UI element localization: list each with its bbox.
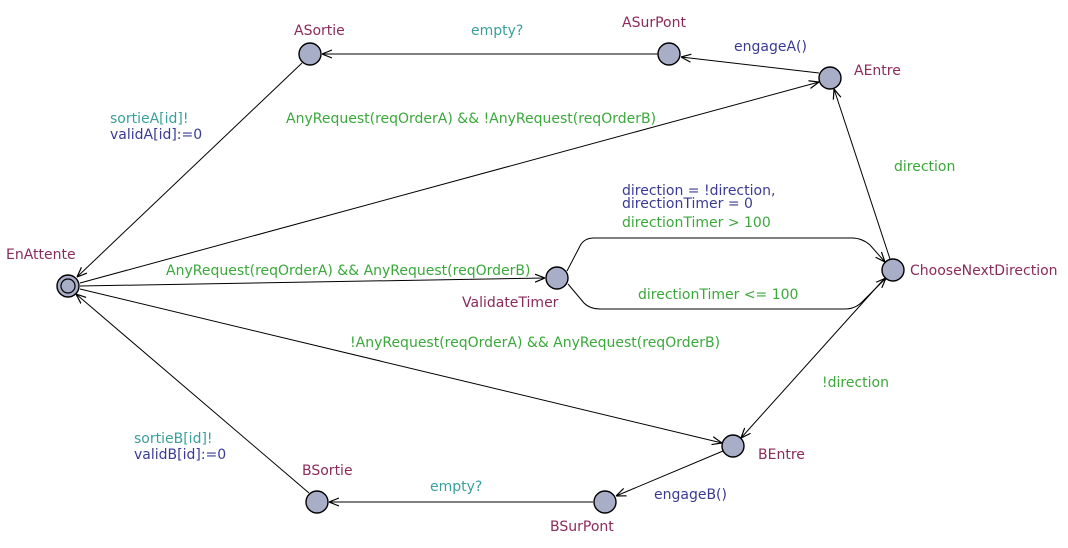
location-bsurpont-name: BSurPont	[550, 519, 614, 535]
edge-asortie-enattente	[77, 62, 303, 277]
edge-assignment-label: validB[id]:=0	[134, 447, 226, 463]
edge-sync-label: sortieB[id]!	[134, 431, 213, 447]
edge-enattente-validate	[79, 278, 545, 287]
location-validatetimer-name: ValidateTimer	[462, 295, 559, 311]
edge-guard-label: directionTimer > 100	[622, 215, 771, 231]
edge-aentre-asurpont	[681, 57, 820, 74]
edge-sync-label: empty?	[471, 23, 523, 39]
location-enattente-name: EnAttente	[6, 247, 76, 263]
location-choosenextdirection-name: ChooseNextDirection	[910, 263, 1058, 279]
edge-guard-label: !AnyRequest(reqOrderA) && AnyRequest(req…	[350, 335, 720, 351]
edge-assignment-label: engageA()	[734, 39, 807, 55]
location-bsortie-node[interactable]	[305, 490, 329, 514]
edge-choose-bentre	[741, 278, 885, 438]
edge-bentre-bsurpont	[616, 450, 724, 496]
location-bentre-node[interactable]	[721, 434, 745, 458]
edge-guard-label: directionTimer <= 100	[638, 287, 798, 303]
edge-validate-choose-bottom	[567, 278, 886, 310]
location-asortie-node[interactable]	[298, 42, 322, 66]
edge-choose-aentre	[834, 89, 891, 260]
edge-guard-label: !direction	[822, 375, 889, 391]
location-asortie-name: ASortie	[294, 23, 345, 39]
edge-bsortie-enattente	[76, 294, 310, 494]
edge-assignment-label: validA[id]:=0	[110, 127, 202, 143]
location-asurpont-node[interactable]	[657, 42, 681, 66]
edge-enattente-bentre	[79, 288, 722, 443]
edge-sync-label: sortieA[id]!	[110, 111, 189, 127]
location-asurpont-name: ASurPont	[622, 15, 686, 31]
edge-validate-choose-top	[566, 237, 885, 272]
edge-assignment-label: direction = !direction,directionTimer = …	[622, 183, 775, 212]
initial-location-marker	[60, 278, 76, 294]
location-aentre-node[interactable]	[818, 66, 842, 90]
edges-layer	[76, 54, 891, 502]
location-bsurpont-node[interactable]	[593, 490, 617, 514]
edge-sync-label: empty?	[430, 479, 482, 495]
location-bentre-name: BEntre	[758, 447, 805, 463]
edge-guard-label: direction	[894, 159, 955, 175]
edge-enattente-aentre	[79, 82, 819, 284]
edge-assignment-label: engageB()	[654, 487, 727, 503]
location-choosenextdirection-node[interactable]	[881, 258, 905, 282]
location-aentre-name: AEntre	[854, 63, 901, 79]
location-enattente-node[interactable]	[56, 274, 80, 298]
location-bsortie-name: BSortie	[302, 463, 353, 479]
edge-guard-label: AnyRequest(reqOrderA) && AnyRequest(reqO…	[166, 263, 530, 279]
edge-guard-label: AnyRequest(reqOrderA) && !AnyRequest(req…	[286, 111, 656, 127]
labels-layer: empty? engageA() sortieA[id]!validA[id]:=0…	[6, 15, 1058, 535]
location-validatetimer-node[interactable]	[545, 266, 569, 290]
locations-layer	[56, 42, 905, 514]
